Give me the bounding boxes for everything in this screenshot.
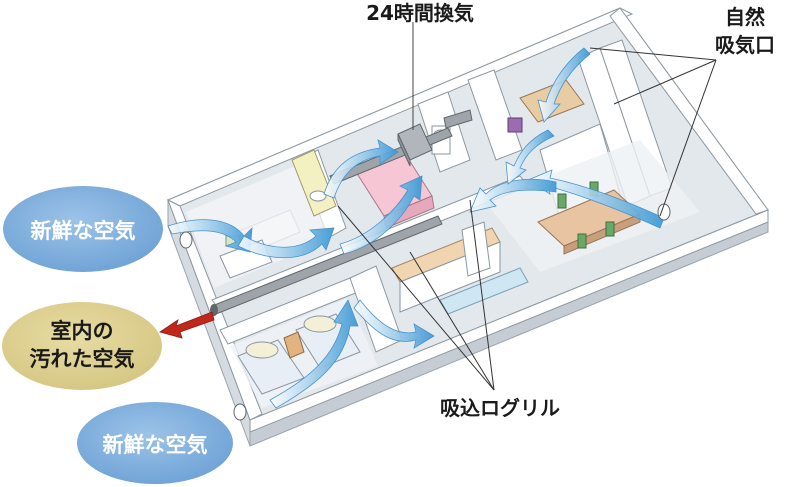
fresh-air-label-lower: 新鮮な空気 (103, 433, 208, 457)
natural-inlet-label-line2: 吸気口 (715, 33, 775, 57)
fresh-air-bubble-lower (77, 402, 233, 484)
purple-chair (507, 117, 523, 133)
stale-air-label-line2: 汚れた空気 (30, 347, 135, 371)
stale-air-bubble (2, 302, 162, 390)
airflow-bedroom-up (269, 299, 359, 409)
airflow-arrows (167, 47, 665, 409)
toilet-room (291, 149, 337, 217)
airflow-upper-to-center (505, 129, 555, 185)
fresh-air-bubble-upper (3, 186, 163, 272)
airflow-left-room (167, 219, 253, 253)
airflow-living (527, 169, 665, 229)
stale-air-label-line1: 室内の (51, 319, 114, 343)
nightstand (283, 331, 305, 359)
ventilation-unit (397, 22, 433, 167)
natural-inlet-label-line1: 自然 (725, 5, 765, 29)
intake-grille-label: 吸込ログリル (440, 396, 560, 420)
fresh-air-label-upper: 新鮮な空気 (31, 219, 136, 243)
airflow-left-to-grille (237, 227, 335, 259)
leader-lines (337, 47, 717, 391)
airflow-toilet-up (323, 139, 399, 199)
ventilation-unit-label: 24時間換気 (366, 1, 474, 25)
exhaust-arrow (159, 311, 215, 339)
airflow-dining-center (469, 178, 557, 213)
airflow-lower-right (353, 299, 435, 349)
airflow-upper-right (537, 47, 591, 123)
